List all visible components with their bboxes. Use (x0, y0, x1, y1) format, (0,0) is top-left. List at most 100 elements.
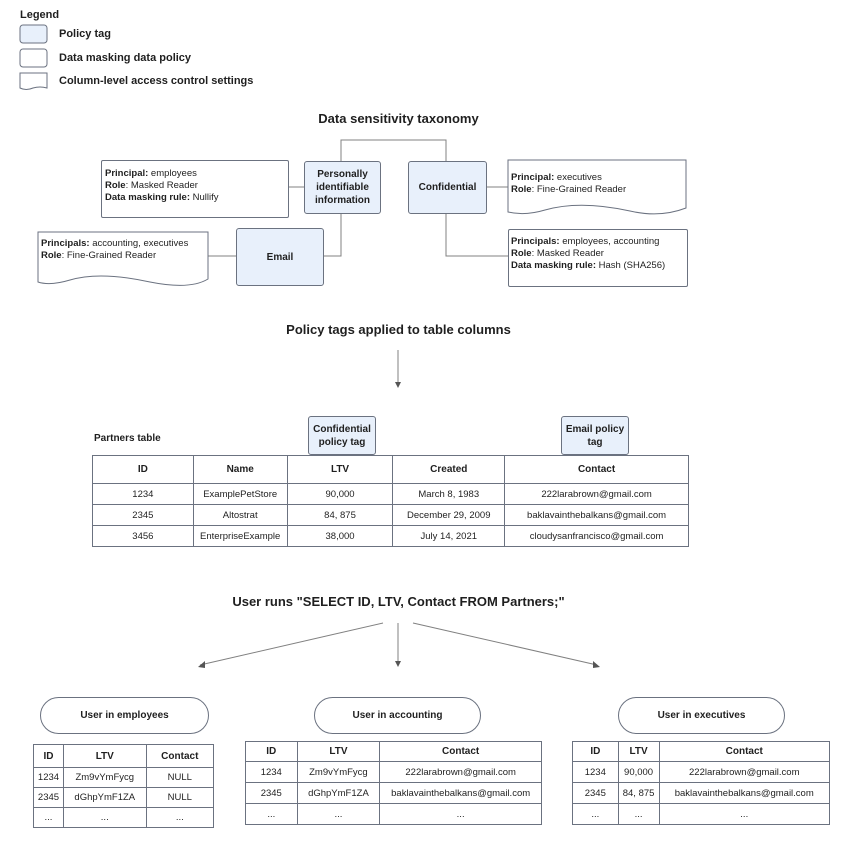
table-cell: July 14, 2021 (392, 525, 506, 547)
tree-connector-top (340, 139, 447, 161)
table-cell: 222larabrown@gmail.com (379, 761, 542, 783)
employees-user-pill: User in employees (40, 697, 209, 734)
table-header-row: ID LTV Contact (33, 744, 215, 768)
pii-policy-tag: Personally identifiable information (304, 161, 381, 214)
table-cell: 2345 (92, 504, 194, 526)
executives-result-table: ID LTV Contact 1234 90,000 222larabrown@… (572, 741, 831, 825)
legend-masking-swatch (19, 48, 48, 68)
conf-note-top-text: Principal: executives Role: Fine-Grained… (511, 172, 627, 195)
table-cell: ... (572, 803, 619, 825)
pii-email-connector (322, 212, 342, 257)
legend-policy-tag-swatch (19, 24, 48, 44)
table-cell: 2345 (572, 782, 619, 804)
partners-table: ID Name LTV Created Contact 1234 Example… (92, 455, 689, 547)
table-cell: cloudysanfrancisco@gmail.com (504, 525, 689, 547)
table-cell: NULL (145, 787, 215, 808)
table-cell: 38,000 (286, 525, 394, 547)
table-cell: 2345 (245, 782, 298, 804)
table-cell: dGhpYmF1ZA (62, 787, 147, 808)
table-row: 2345 84, 875 baklavainthebalkans@gmail.c… (572, 782, 831, 804)
header-ltv: LTV (62, 744, 147, 768)
table-cell: 1234 (92, 483, 194, 505)
table-cell: EnterpriseExample (192, 525, 288, 547)
partners-table-title: Partners table (94, 433, 161, 444)
table-cell: 222larabrown@gmail.com (504, 483, 689, 505)
table-row: 2345 dGhpYmF1ZA baklavainthebalkans@gmai… (245, 782, 542, 804)
pii-note-text: Principal: employees Role: Masked Reader… (105, 168, 219, 203)
table-cell: Zm9vYmFycg (296, 761, 381, 783)
table-cell: ... (33, 807, 64, 828)
legend-label-policy-tag: Policy tag (59, 28, 111, 40)
query-title: User runs "SELECT ID, LTV, Contact FROM … (232, 594, 565, 609)
table-cell: dGhpYmF1ZA (296, 782, 381, 804)
table-header-row: ID LTV Contact (245, 741, 542, 762)
header-id: ID (33, 744, 64, 768)
header-ltv: LTV (286, 455, 394, 484)
table-cell: 90,000 (286, 483, 394, 505)
confidential-column-tag: Confidential policy tag (308, 416, 376, 455)
email-column-tag: Email policy tag (561, 416, 629, 455)
table-row: 2345 dGhpYmF1ZA NULL (33, 787, 215, 808)
table-row: 2345 Altostrat 84, 875 December 29, 2009… (92, 504, 689, 526)
table-cell: ... (379, 803, 542, 825)
confidential-policy-tag: Confidential (408, 161, 487, 214)
header-contact: Contact (145, 744, 215, 768)
header-name: Name (192, 455, 288, 484)
arrow-right (412, 622, 598, 666)
header-contact: Contact (504, 455, 689, 484)
header-id: ID (92, 455, 194, 484)
applied-title: Policy tags applied to table columns (286, 322, 511, 337)
table-cell: ... (145, 807, 215, 828)
header-contact: Contact (379, 741, 542, 762)
table-cell: 90,000 (617, 761, 660, 783)
table-cell: ... (296, 803, 381, 825)
pii-masking-note (101, 160, 289, 218)
table-cell: 3456 (92, 525, 194, 547)
accounting-result-table: ID LTV Contact 1234 Zm9vYmFycg 222larabr… (245, 741, 542, 825)
header-contact: Contact (658, 741, 831, 762)
table-cell: ... (245, 803, 298, 825)
table-row: ... ... ... (572, 803, 831, 825)
table-header-row: ID LTV Contact (572, 741, 831, 762)
table-cell: ... (62, 807, 147, 828)
header-id: ID (245, 741, 298, 762)
header-ltv: LTV (617, 741, 660, 762)
table-row: 1234 Zm9vYmFycg 222larabrown@gmail.com (245, 761, 542, 783)
header-id: ID (572, 741, 619, 762)
table-header-row: ID Name LTV Created Contact (92, 455, 689, 484)
email-note-text: Principals: accounting, executives Role:… (41, 238, 189, 261)
table-cell: Zm9vYmFycg (62, 767, 147, 788)
table-cell: 84, 875 (617, 782, 660, 804)
table-cell: ... (658, 803, 831, 825)
table-cell: March 8, 1983 (392, 483, 506, 505)
table-cell: Altostrat (192, 504, 288, 526)
table-cell: ExamplePetStore (192, 483, 288, 505)
legend-access-swatch (19, 72, 48, 90)
taxonomy-title: Data sensitivity taxonomy (318, 111, 479, 126)
legend-title: Legend (20, 9, 60, 21)
conf-masking-note (508, 229, 688, 287)
table-row: 1234 ExamplePetStore 90,000 March 8, 198… (92, 483, 689, 505)
employees-result-table: ID LTV Contact 1234 Zm9vYmFycg NULL 2345… (33, 744, 215, 828)
table-cell: 1234 (572, 761, 619, 783)
table-cell: December 29, 2009 (392, 504, 506, 526)
arrow-left (199, 622, 384, 666)
table-cell: 222larabrown@gmail.com (658, 761, 831, 783)
table-row: ... ... ... (245, 803, 542, 825)
table-cell: baklavainthebalkans@gmail.com (379, 782, 542, 804)
table-row: 3456 EnterpriseExample 38,000 July 14, 2… (92, 525, 689, 547)
conf-note-bottom-connector (445, 212, 508, 257)
table-cell: 1234 (245, 761, 298, 783)
table-cell: 84, 875 (286, 504, 394, 526)
table-cell: 2345 (33, 787, 64, 808)
table-cell: ... (617, 803, 660, 825)
table-cell: baklavainthebalkans@gmail.com (504, 504, 689, 526)
email-policy-tag: Email (236, 228, 324, 286)
table-row: ... ... ... (33, 807, 215, 828)
executives-user-pill: User in executives (618, 697, 785, 734)
conf-note-bottom-text: Principals: employees, accounting Role: … (511, 236, 666, 271)
table-cell: baklavainthebalkans@gmail.com (658, 782, 831, 804)
legend-label-masking: Data masking data policy (59, 52, 192, 64)
legend-label-access-control: Column-level access control settings (59, 75, 254, 87)
header-created: Created (392, 455, 506, 484)
